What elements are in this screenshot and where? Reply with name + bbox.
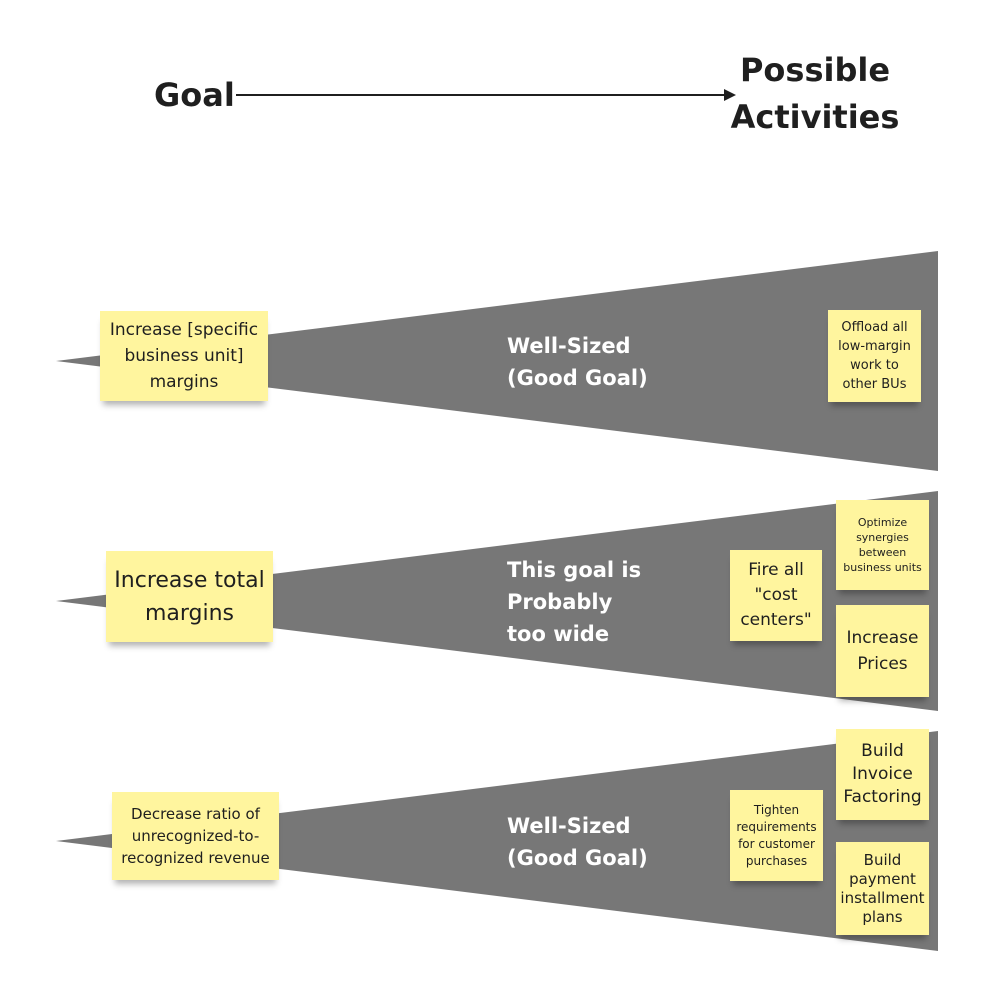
verdict-row-1: Well-Sized (Good Goal)	[507, 334, 648, 390]
wedge-row-1	[56, 251, 938, 471]
verdict-row-2: This goal is Probably too wide	[507, 558, 642, 646]
activity-note-row-2-2: Optimize synergies between business unit…	[836, 500, 929, 590]
activity-note-row-1-1: Offload all low-margin work to other BUs	[828, 310, 921, 402]
activity-note-row-3-2: Build Invoice Factoring	[836, 729, 929, 820]
activity-note-row-3-1: Tighten requirements for customer purcha…	[730, 790, 823, 881]
activity-note-row-2-3: Increase Prices	[836, 605, 929, 697]
goal-note-row-2: Increase total margins	[106, 551, 273, 642]
verdict-row-3: Well-Sized (Good Goal)	[507, 814, 648, 870]
activity-note-row-2-1: Fire all "cost centers"	[730, 550, 822, 641]
wedge-row-3	[56, 731, 938, 951]
goal-to-activities-arrow	[236, 89, 736, 101]
activity-note-row-3-3: Build payment installment plans	[836, 842, 929, 935]
goal-note-row-3: Decrease ratio of unrecognized-to-recogn…	[112, 792, 279, 880]
wedge-row-2	[56, 491, 938, 711]
goal-header: Goal	[154, 76, 235, 114]
possible-activities-header: Possible Activities	[730, 51, 900, 136]
goal-note-row-1: Increase [specific business unit] margin…	[100, 311, 268, 401]
